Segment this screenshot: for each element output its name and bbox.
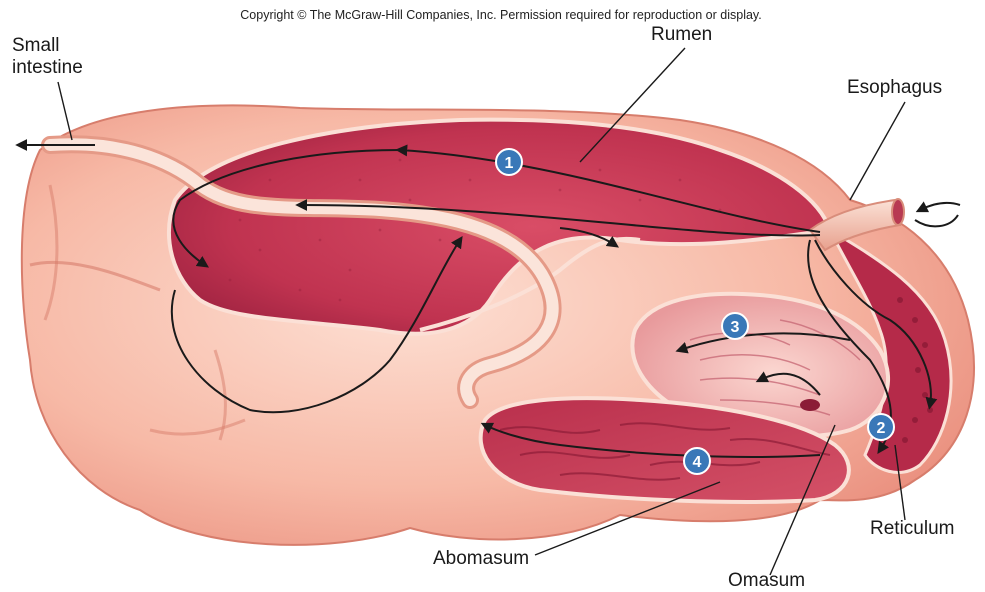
label-esophagus: Esophagus [847,77,942,99]
label-reticulum: Reticulum [870,518,954,540]
svg-text:3: 3 [731,319,740,336]
step-badge-3: 3 [722,313,748,339]
label-small-intestine: Small intestine [12,35,122,79]
svg-text:4: 4 [693,454,702,471]
svg-text:2: 2 [877,420,886,437]
step-badge-1: 1 [496,149,522,175]
step-badge-4: 4 [684,448,710,474]
label-rumen: Rumen [651,24,712,46]
step-badge-2: 2 [868,414,894,440]
label-omasum: Omasum [728,570,805,592]
label-abomasum: Abomasum [433,548,529,570]
svg-text:1: 1 [505,155,514,172]
